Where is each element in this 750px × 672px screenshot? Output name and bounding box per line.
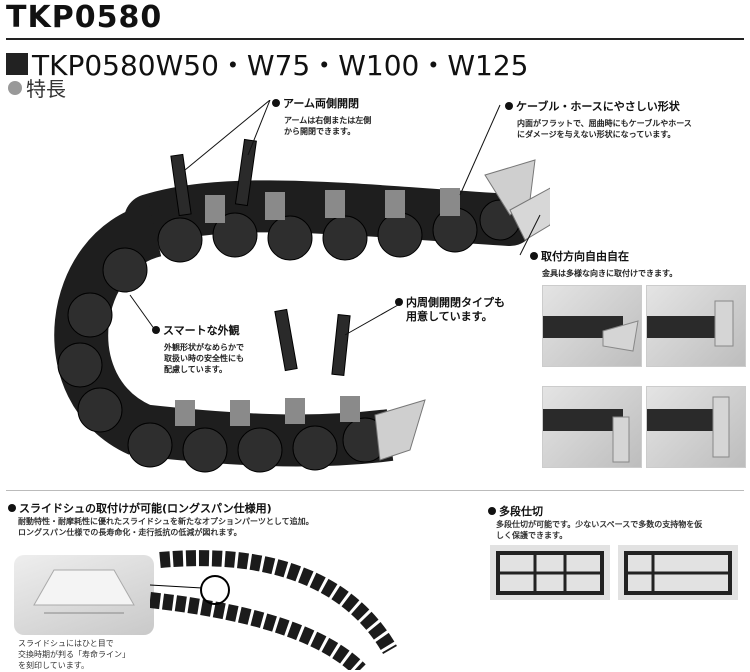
callout-arm-title: アーム両側開閉	[283, 97, 360, 110]
multi-title: 多段仕切	[499, 505, 543, 518]
series-heading: TKP0580W50・W75・W100・W125	[6, 44, 529, 84]
circle-bullet-icon	[8, 80, 22, 95]
slide-shoe-photo	[14, 555, 154, 635]
lower-mount-bracket	[374, 399, 426, 461]
bullet-icon	[8, 504, 16, 512]
partition-photo-2	[618, 545, 738, 600]
callout-cable: ケーブル・ホースにやさしい形状 内面がフラットで、屈曲時にもケーブルやホース に…	[505, 98, 692, 140]
leader-lines	[129, 100, 541, 336]
callout-cable-desc: 内面がフラットで、屈曲時にもケーブルやホース にダメージを与えない形状になってい…	[517, 119, 692, 139]
mount-photo-2	[646, 285, 746, 367]
page-title: TKP0580	[6, 0, 163, 35]
feature-heading: 特長	[8, 73, 66, 102]
section-divider	[6, 490, 744, 491]
slide-heading: スライドシュの取付けが可能(ロングスパン仕様用)	[8, 500, 272, 516]
partition-photo-1	[490, 545, 610, 600]
square-bullet-icon	[6, 53, 28, 75]
upper-chain-run	[124, 180, 536, 263]
upper-mount-bracket-2	[509, 187, 550, 241]
callout-smart-title: スマートな外観	[163, 324, 240, 337]
bullet-icon	[488, 507, 496, 515]
callout-inner-title: 内周側開閉タイプも 用意しています。	[406, 296, 505, 323]
series-label: TKP0580W50・W75・W100・W125	[32, 49, 529, 82]
bullet-icon	[395, 298, 403, 306]
cable-carrier-illustration	[54, 100, 550, 473]
callout-smart-desc: 外観形状がなめらかで 取扱い時の安全性にも 配慮しています。	[164, 343, 244, 374]
title-divider	[6, 38, 744, 40]
callout-mount-title: 取付方向自由自在	[541, 250, 629, 263]
mount-photo-4	[646, 386, 746, 468]
callout-smart: スマートな外観 外観形状がなめらかで 取扱い時の安全性にも 配慮しています。	[152, 322, 244, 375]
lower-chain-run	[127, 396, 394, 473]
slide-title: スライドシュの取付けが可能(ロングスパン仕様用)	[19, 502, 272, 515]
callout-inner: 内周側開閉タイプも 用意しています。	[395, 296, 505, 324]
callout-arm: アーム両側開閉 アームは右側または左側 から開閉できます。	[272, 95, 371, 137]
multi-desc: 多段仕切が可能です。少ないスペースで多数の支持物を仮 しく保護できます。	[496, 520, 703, 540]
feature-label: 特長	[26, 77, 66, 101]
long-span-chain-illustration	[150, 550, 397, 670]
mount-photo-1	[542, 285, 642, 367]
slide-note: スライドシュにはひと目で 交換時期が判る「寿命ライン」 を刻印しています。	[18, 639, 130, 670]
bullet-icon	[505, 102, 513, 110]
callout-cable-title: ケーブル・ホースにやさしい形状	[516, 100, 680, 113]
callout-arm-desc: アームは右側または左側 から開閉できます。	[284, 116, 372, 136]
bullet-icon	[530, 252, 538, 260]
opened-arms	[170, 138, 351, 377]
callout-mount: 取付方向自由自在 金具は多様な向きに取付けできます。	[530, 248, 677, 279]
bullet-icon	[152, 326, 160, 334]
multi-heading: 多段仕切	[488, 503, 543, 519]
callout-mount-desc: 金具は多様な向きに取付けできます。	[542, 269, 678, 278]
chain-bend	[54, 203, 164, 455]
mount-photo-3	[542, 386, 642, 468]
slide-desc: 耐動特性・耐摩耗性に優れたスライドシュを新たなオプションパーツとして追加。 ロン…	[18, 517, 314, 537]
bullet-icon	[272, 99, 280, 107]
zoom-circle	[200, 575, 230, 605]
